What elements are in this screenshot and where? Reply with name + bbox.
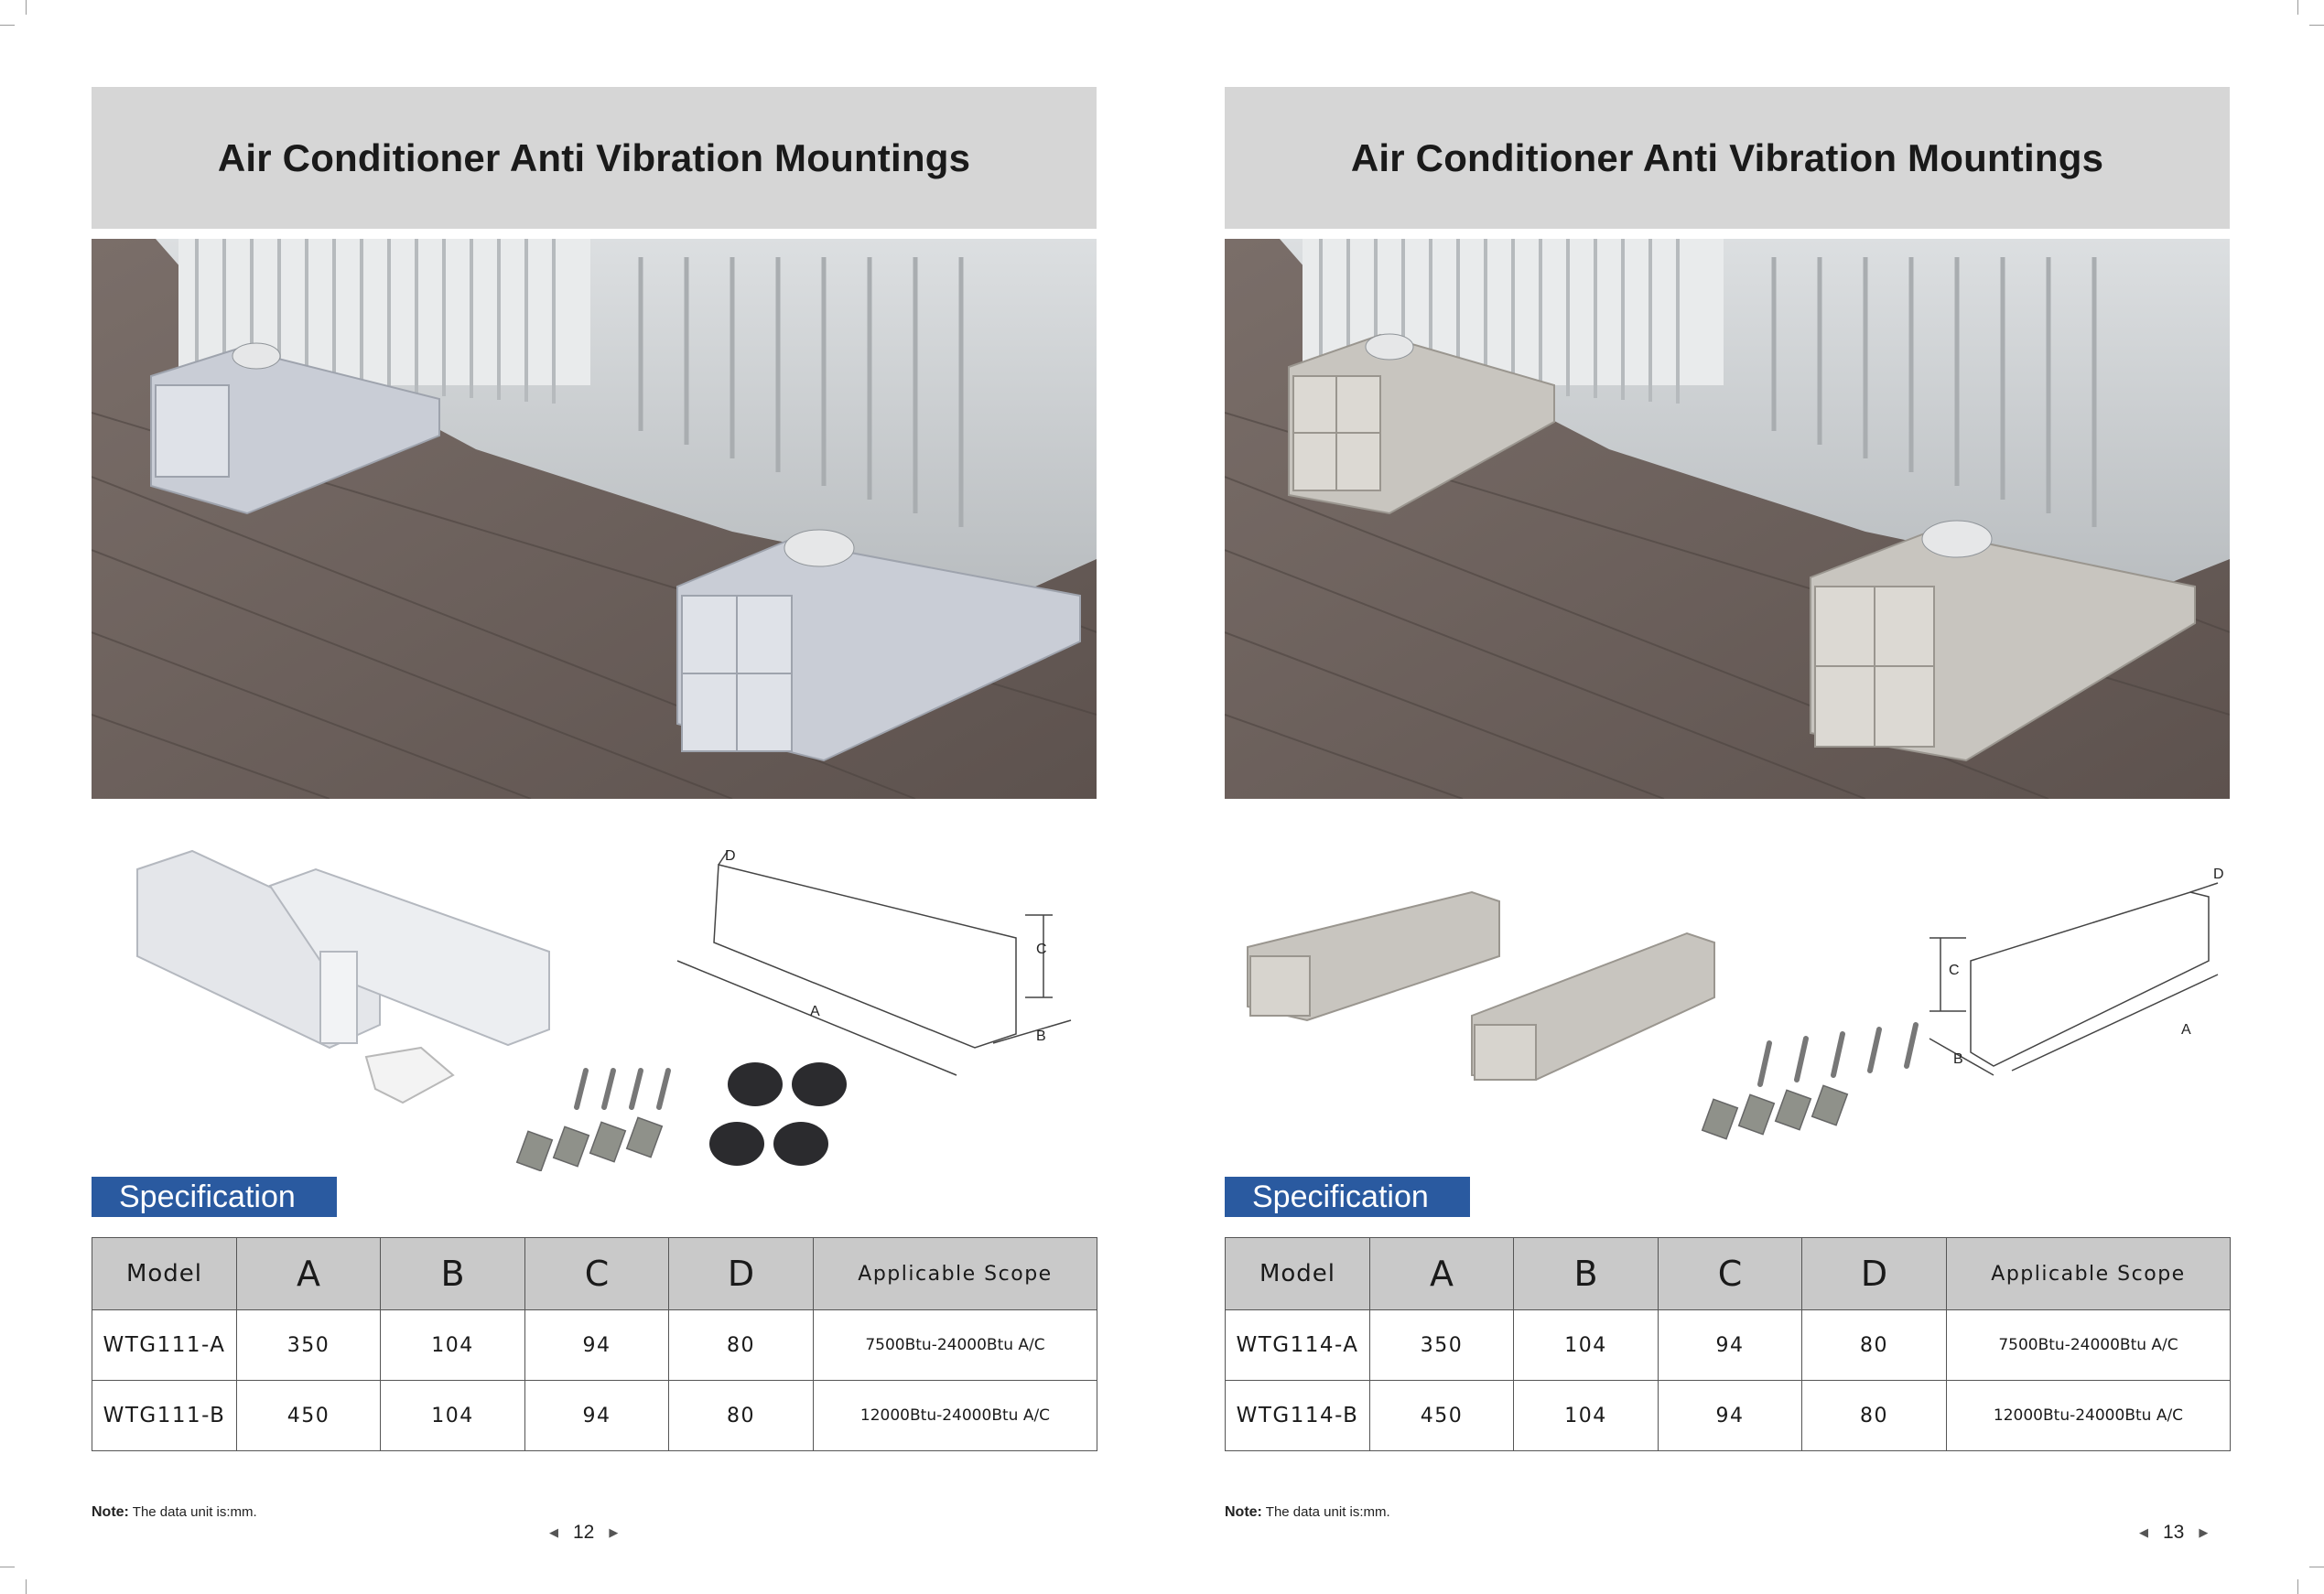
crop-mark [26,1579,27,1594]
table-header-row: Model A B C D Applicable Scope [1225,1237,2231,1310]
column-header-scope: Applicable Scope [813,1237,1097,1310]
rubber-pads [709,1062,847,1166]
cell-scope: 12000Btu-24000Btu A/C [813,1380,1097,1451]
page-number: 13 [2163,1522,2185,1543]
dimension-diagram [676,850,1072,1076]
page-number-nav: ◀ 13 ▶ [2139,1521,2208,1545]
bolt-set [1757,1022,1919,1087]
crop-mark [2297,1579,2298,1594]
end-cap [364,1046,455,1104]
footnote: Note: The data unit is:mm. [1225,1504,1390,1521]
page-title: Air Conditioner Anti Vibration Mountings [1350,135,2104,179]
title-bar: Air Conditioner Anti Vibration Mountings [1225,87,2230,229]
mount-rail-front [1810,530,2196,762]
cell-b: 104 [380,1309,525,1381]
cell-c: 94 [524,1380,669,1451]
cell-b: 104 [380,1380,525,1451]
bracket-set [515,1116,664,1171]
column-header-model: Model [92,1237,237,1310]
triangle-right-icon: ▶ [609,1525,619,1539]
cell-model: WTG111-B [92,1380,237,1451]
table-row: WTG111-B 450 104 94 80 12000Btu-24000Btu… [92,1380,1097,1451]
dimension-diagram [1929,882,2219,1076]
column-header-d: D [668,1237,814,1310]
cell-a: 450 [236,1380,381,1451]
cell-scope: 7500Btu-24000Btu A/C [813,1309,1097,1381]
cell-a: 450 [1369,1380,1514,1451]
page-title: Air Conditioner Anti Vibration Mountings [217,135,971,179]
footnote: Note: The data unit is:mm. [92,1504,257,1521]
crop-mark [0,25,15,26]
cell-d: 80 [668,1380,814,1451]
column-header-c: C [1658,1237,1802,1310]
catalog-page-13: Air Conditioner Anti Vibration Mountings [1133,0,2296,1594]
note-text: The data unit is:mm. [132,1504,257,1520]
dimension-label-b: B [1036,1029,1046,1044]
triangle-left-icon: ◀ [2139,1525,2148,1539]
cell-d: 80 [1801,1380,1947,1451]
cell-c: 94 [1658,1380,1802,1451]
dimension-label-b: B [1953,1051,1963,1067]
crop-mark [2297,0,2298,15]
page-number: 12 [573,1522,595,1543]
triangle-right-icon: ▶ [2199,1525,2209,1539]
product-photo [92,239,1097,799]
column-header-b: B [1513,1237,1659,1310]
product-kit-illustration: D C A B [1225,842,2230,1171]
cell-d: 80 [668,1309,814,1381]
column-header-b: B [380,1237,525,1310]
note-label: Note: [92,1504,129,1520]
page-number-nav: ◀ 12 ▶ [549,1521,618,1545]
mount-rail-front [676,539,1081,762]
note-label: Note: [1225,1504,1262,1520]
cell-model: WTG114-B [1225,1380,1370,1451]
cell-b: 104 [1513,1380,1659,1451]
dimension-label-a: A [810,1004,820,1019]
spec-table: Model A B C D Applicable Scope WTG114-A … [1225,1237,2231,1451]
cell-model: WTG111-A [92,1309,237,1381]
cell-scope: 12000Btu-24000Btu A/C [1946,1380,2231,1451]
dimension-label-c: C [1949,963,1960,978]
cell-b: 104 [1513,1309,1659,1381]
cell-model: WTG114-A [1225,1309,1370,1381]
catalog-page-12: Air Conditioner Anti Vibration Mountings [92,87,1097,1545]
specification-heading: Specification [1225,1177,1470,1217]
bracket-set [1701,1084,1849,1140]
mount-rail [1247,890,1715,1082]
spec-table: Model A B C D Applicable Scope WTG111-A … [92,1237,1097,1451]
product-kit-illustration: D C A B [92,842,1097,1171]
column-header-c: C [524,1237,669,1310]
note-text: The data unit is:mm. [1265,1504,1390,1520]
cell-a: 350 [236,1309,381,1381]
table-row: WTG114-B 450 104 94 80 12000Btu-24000Btu… [1225,1380,2231,1451]
dimension-label-d: D [2213,867,2224,882]
dimension-label-c: C [1036,942,1047,957]
column-header-d: D [1801,1237,1947,1310]
column-header-scope: Applicable Scope [1946,1237,2231,1310]
crop-mark [2309,25,2324,26]
table-header-row: Model A B C D Applicable Scope [92,1237,1097,1310]
column-header-model: Model [1225,1237,1370,1310]
title-bar: Air Conditioner Anti Vibration Mountings [92,87,1097,229]
cell-scope: 7500Btu-24000Btu A/C [1946,1309,2231,1381]
dimension-label-d: D [725,848,736,864]
mount-rail-back [1288,333,1555,515]
specification-heading: Specification [92,1177,337,1217]
table-row: WTG111-A 350 104 94 80 7500Btu-24000Btu … [92,1309,1097,1381]
triangle-left-icon: ◀ [549,1525,558,1539]
bolt-set [574,1068,671,1110]
cell-c: 94 [1658,1309,1802,1381]
crop-mark [26,0,27,15]
cell-a: 350 [1369,1309,1514,1381]
column-header-a: A [1369,1237,1514,1310]
table-row: WTG114-A 350 104 94 80 7500Btu-24000Btu … [1225,1309,2231,1381]
column-header-a: A [236,1237,381,1310]
product-photo [1225,239,2230,799]
dimension-label-a: A [2181,1022,2191,1038]
cell-d: 80 [1801,1309,1947,1381]
cell-c: 94 [524,1309,669,1381]
mount-rail [136,849,550,1050]
